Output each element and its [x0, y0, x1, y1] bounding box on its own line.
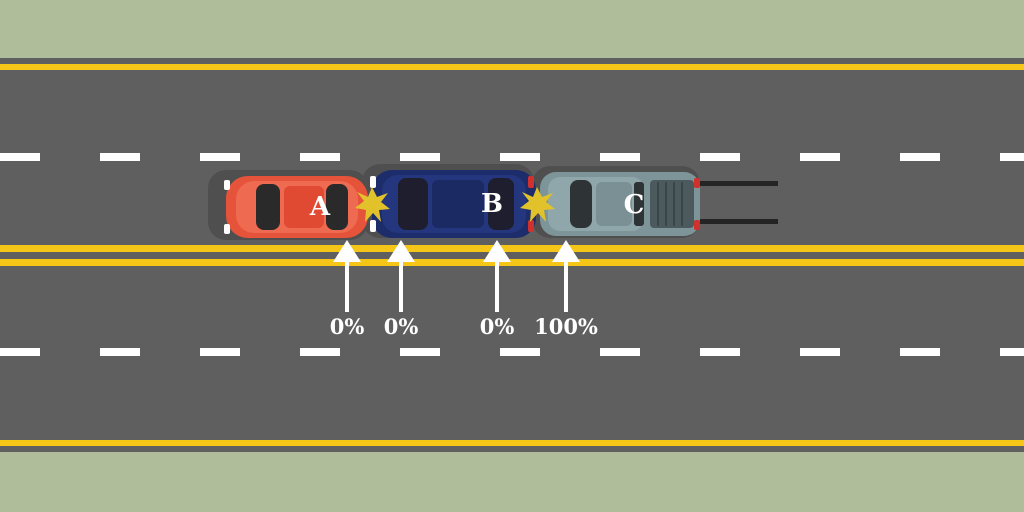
- lane-dash: [1000, 153, 1024, 161]
- road: [0, 58, 1024, 452]
- yellow-line-center-2: [0, 259, 1024, 266]
- lane-dash: [500, 348, 540, 356]
- car-b-label: B: [481, 189, 503, 219]
- yellow-line-center-1: [0, 245, 1024, 252]
- fault-label-b-rear: 0%: [384, 314, 419, 339]
- skid-marks: [700, 181, 778, 224]
- fault-label-c-rear: 100%: [534, 314, 598, 339]
- lane-dash: [800, 153, 840, 161]
- lane-dash: [600, 348, 640, 356]
- car-b-roof: [432, 180, 484, 228]
- lane-dash: [700, 153, 740, 161]
- lane-dash: [1000, 348, 1024, 356]
- lane-dash: [800, 348, 840, 356]
- up-arrow-icon: [387, 240, 415, 312]
- lane-dash: [200, 348, 240, 356]
- collision-star-icon: [520, 187, 555, 222]
- grass-bottom: [0, 452, 1024, 512]
- car-a-roof: [284, 186, 324, 228]
- car-a-rear-window: [256, 184, 280, 230]
- fault-arrows: [333, 240, 580, 312]
- car-c: C: [540, 172, 700, 236]
- up-arrow-icon: [333, 240, 361, 312]
- collision-star-icon: [355, 187, 390, 222]
- lane-dash: [900, 348, 940, 356]
- car-c-windshield: [570, 180, 592, 228]
- car-c-rear-window: [634, 182, 644, 226]
- car-c-bed: [650, 180, 694, 228]
- lane-dash: [0, 348, 40, 356]
- lane-dash: [100, 348, 140, 356]
- lane-dash: [100, 153, 140, 161]
- fault-label-b-front: 0%: [480, 314, 515, 339]
- fault-label-a-front: 0%: [330, 314, 365, 339]
- lane-dash: [700, 348, 740, 356]
- lane-dashes-top: [0, 153, 1024, 161]
- lane-dash: [900, 153, 940, 161]
- lane-dash: [400, 348, 440, 356]
- car-c-cab-roof: [596, 182, 632, 226]
- car-a-label: A: [309, 192, 331, 222]
- car-a: A: [224, 176, 368, 238]
- car-b-rear-window: [398, 178, 428, 230]
- lane-dash: [300, 153, 340, 161]
- car-b-windshield: [488, 178, 514, 230]
- lane-dash: [400, 153, 440, 161]
- lane-dash: [200, 153, 240, 161]
- lane-dash: [300, 348, 340, 356]
- up-arrow-icon: [552, 240, 580, 312]
- lane-dashes-bottom: [0, 348, 1024, 356]
- lane-dash: [500, 153, 540, 161]
- yellow-line-top: [0, 64, 1024, 70]
- lane-dash: [600, 153, 640, 161]
- car-b: B: [370, 170, 536, 238]
- up-arrow-icon: [483, 240, 511, 312]
- grass-top: [0, 0, 1024, 58]
- lane-dash: [0, 153, 40, 161]
- car-c-label: C: [624, 190, 645, 220]
- car-a-windshield: [326, 184, 348, 230]
- yellow-line-bottom: [0, 440, 1024, 446]
